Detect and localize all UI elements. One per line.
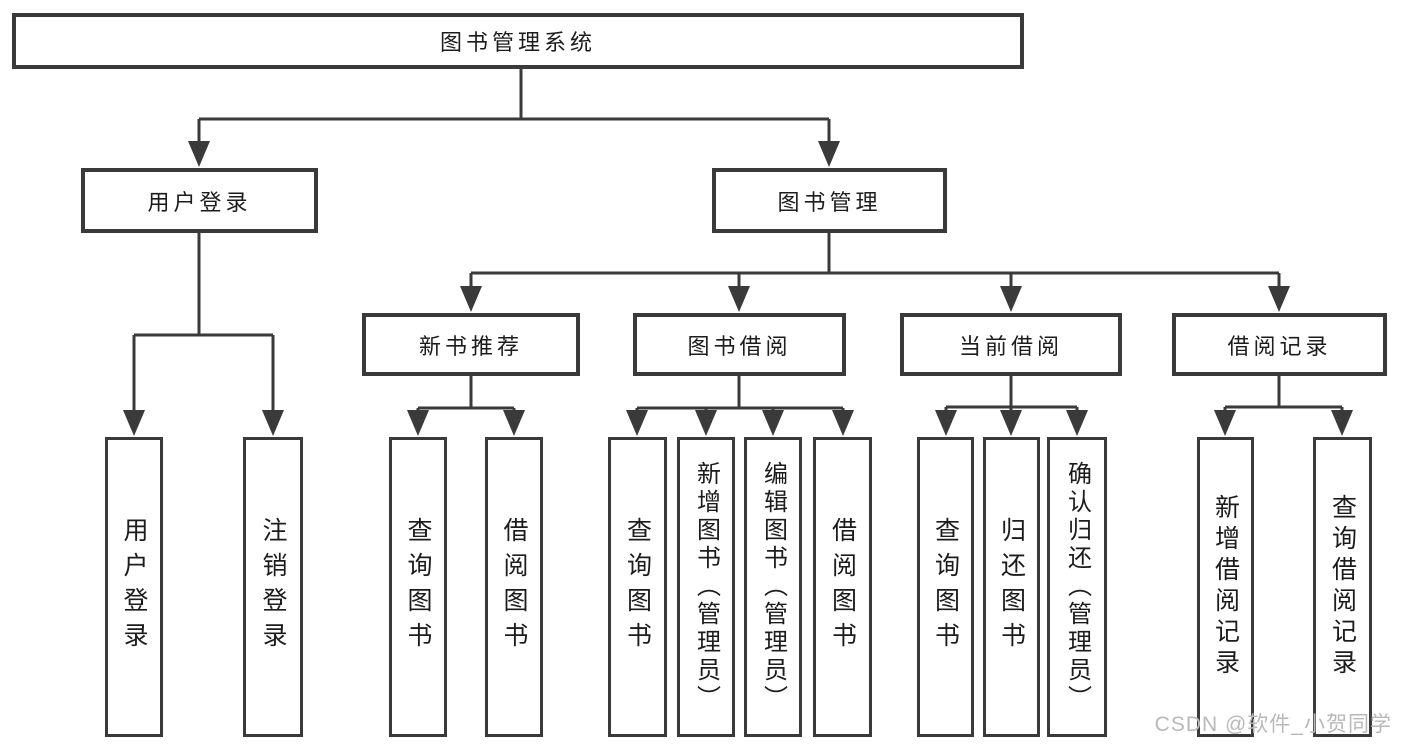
node-leaf-query-books-recommend: 查询图书 — [389, 437, 447, 737]
node-leaf-confirm-return-admin: 确认归还（管理员） — [1047, 437, 1107, 737]
node-leaf-user-login: 用户登录 — [105, 437, 163, 737]
node-current-borrowing: 当前借阅 — [900, 313, 1122, 376]
node-leaf-add-books-admin: 新增图书（管理员） — [677, 437, 735, 737]
connector-new-book-children — [416, 376, 516, 411]
connector-book-management-to-level3 — [469, 233, 1281, 287]
arrowheads-book-borrowing-children — [626, 410, 854, 436]
node-leaf-edit-books-admin: 编辑图书（管理员） — [744, 437, 802, 737]
node-leaf-borrow-books-recommend: 借阅图书 — [485, 437, 543, 737]
arrowheads-level3 — [460, 286, 1290, 312]
connector-user-login-children — [132, 232, 275, 411]
connector-book-borrowing-children — [635, 376, 845, 411]
node-leaf-add-borrow-record: 新增借阅记录 — [1197, 437, 1254, 737]
connector-borrowing-records-children — [1223, 376, 1344, 411]
node-leaf-query-books-borrowing: 查询图书 — [608, 437, 667, 737]
connector-current-borrowing-children — [944, 376, 1079, 411]
node-new-book-recommend: 新书推荐 — [362, 313, 580, 376]
arrowheads-user-login-children — [123, 410, 284, 436]
node-leaf-return-books: 归还图书 — [983, 437, 1040, 737]
node-leaf-query-books-current: 查询图书 — [917, 437, 974, 737]
arrowheads-borrowing-records-children — [1214, 410, 1353, 436]
node-leaf-logout: 注销登录 — [243, 437, 303, 737]
arrowheads-root-to-level2 — [188, 141, 840, 167]
node-leaf-query-borrow-record: 查询借阅记录 — [1313, 437, 1372, 737]
node-book-borrowing: 图书借阅 — [633, 313, 846, 376]
arrowheads-current-borrowing-children — [935, 410, 1088, 436]
csdn-watermark: CSDN @软件_小贺同学 — [1154, 713, 1392, 736]
arrowheads-new-book-children — [407, 410, 525, 436]
node-borrowing-records: 借阅记录 — [1172, 313, 1387, 376]
node-library-management-system: 图书管理系统 — [12, 13, 1024, 69]
connector-root-to-level2 — [197, 68, 831, 142]
node-leaf-borrow-books-borrowing: 借阅图书 — [813, 437, 872, 737]
node-user-login: 用户登录 — [81, 168, 318, 233]
node-book-management: 图书管理 — [712, 168, 947, 233]
